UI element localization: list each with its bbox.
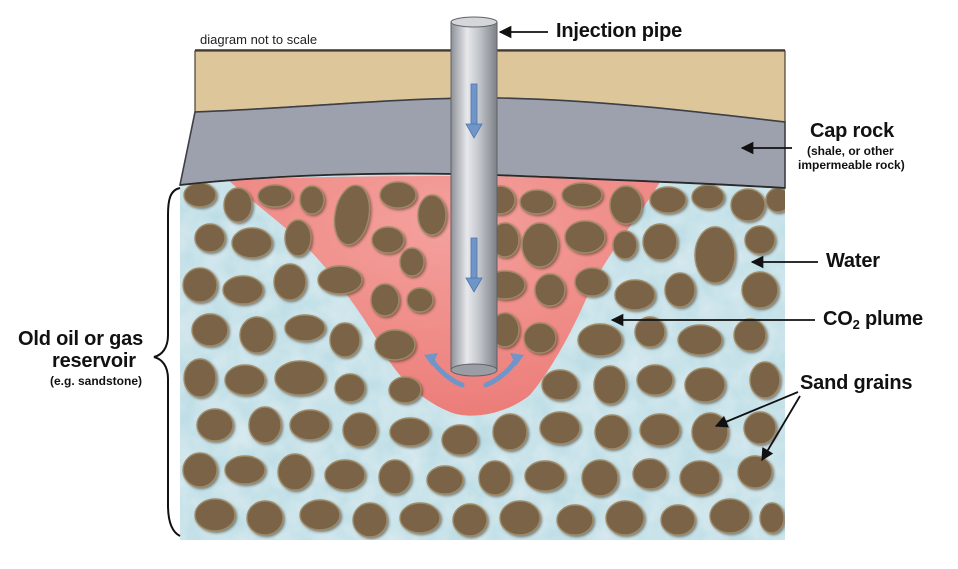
- reservoir-brace: [153, 187, 181, 537]
- down-arrow-icon: [465, 83, 483, 139]
- label-cap-rock-sub-1: (shale, or other: [807, 144, 894, 158]
- label-reservoir-1: Old oil or gas: [18, 328, 143, 350]
- label-injection-pipe: Injection pipe: [556, 20, 683, 42]
- scale-note: diagram not to scale: [200, 32, 318, 47]
- label-co2-sub: 2: [852, 317, 860, 332]
- reservoir-outline: [179, 172, 786, 189]
- curved-arrow-icon: [429, 357, 519, 388]
- pointer-sand-grains-2: [761, 395, 801, 462]
- label-co2-plume: CO2 plume: [823, 308, 923, 332]
- down-arrow-icon: [465, 237, 483, 293]
- label-cap-rock-sub-2: impermeable rock): [798, 158, 905, 172]
- pointer-sand-grains-1: [714, 391, 799, 428]
- sand-grains-group: [182, 181, 785, 538]
- label-reservoir-sub: (e.g. sandstone): [50, 374, 143, 388]
- label-water: Water: [826, 250, 880, 272]
- label-reservoir-2: reservoir: [52, 350, 136, 372]
- label-sand-grains: Sand grains: [800, 372, 913, 394]
- label-cap-rock: Cap rock: [810, 120, 894, 142]
- label-co2-suffix: plume: [859, 308, 923, 330]
- curved-arrow-head: [424, 353, 524, 366]
- injection-pipe: [450, 16, 498, 377]
- label-co2-prefix: CO: [823, 308, 853, 330]
